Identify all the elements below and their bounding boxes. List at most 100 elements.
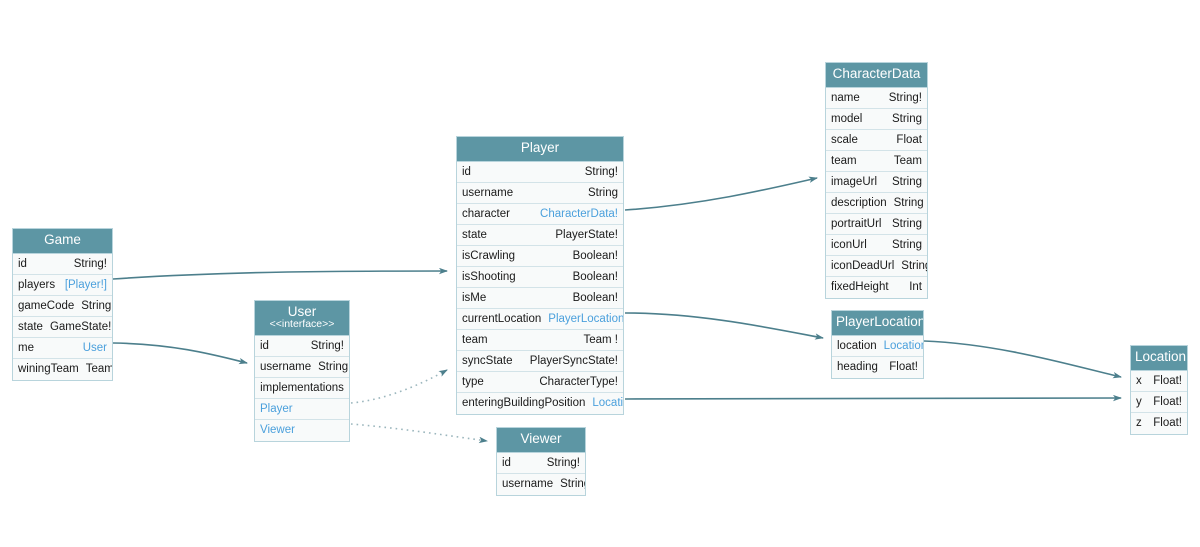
entity-player-title: Player [457,137,623,162]
field-row[interactable]: id String! [457,161,623,183]
entity-character-data-title: CharacterData [826,63,927,88]
implementations-label: implementations [260,381,344,394]
field-name: currentLocation [462,312,542,325]
field-name: type [462,375,484,388]
field-type[interactable]: Location [592,397,623,410]
field-row[interactable]: isCrawling Boolean! [457,245,623,267]
field-name: syncState [462,354,513,367]
field-row[interactable]: syncState PlayerSyncState! [457,350,623,372]
implementations-header: implementations [255,377,349,399]
field-row[interactable]: portraitUrl String [826,213,927,235]
field-type: Float! [889,361,918,374]
field-type[interactable]: [Player!] [64,278,107,291]
implementation-name[interactable]: Viewer [260,424,295,437]
field-type: String [901,259,927,272]
entity-game[interactable]: Game id String! players [Player!] gameCo… [12,228,113,381]
field-row[interactable]: state PlayerState! [457,224,623,246]
edge-player-enteringbuildingposition-to-location [624,394,1122,402]
edge-game-players-to-player [112,267,448,280]
edge-game-me-to-user [112,342,248,365]
field-row[interactable]: isMe Boolean! [457,287,623,309]
field-name: team [462,333,488,346]
field-name: fixedHeight [831,281,889,294]
field-type: String [891,217,922,230]
field-type: String [891,175,922,188]
edge-player-currentlocation-to-playerlocation [624,312,824,340]
field-row[interactable]: id String! [497,452,585,474]
field-name: username [260,360,312,373]
field-row[interactable]: z Float! [1131,412,1187,434]
edge-player-character-to-characterdata [624,176,818,211]
field-name: model [831,112,863,125]
entity-player[interactable]: Player id String! username String charac… [456,136,624,415]
field-row[interactable]: type CharacterType! [457,371,623,393]
field-type: String! [584,165,618,178]
field-row[interactable]: isShooting Boolean! [457,266,623,288]
field-row[interactable]: me User [13,337,112,359]
field-row[interactable]: imageUrl String [826,171,927,193]
field-row[interactable]: x Float! [1131,370,1187,392]
field-type: Float! [1153,395,1182,408]
entity-player-location-title: PlayerLocation [832,311,923,336]
entity-user-title: User <<interface>> [255,301,349,336]
field-name: isShooting [462,270,516,283]
field-row[interactable]: team Team [826,150,927,172]
field-row[interactable]: gameCode String! [13,295,112,317]
field-type: Boolean! [572,249,618,262]
entity-location[interactable]: Location x Float! y Float! z Float! [1130,345,1188,435]
field-row[interactable]: id String! [13,253,112,275]
field-type: PlayerState! [555,228,618,241]
field-row[interactable]: fixedHeight Int [826,276,927,298]
field-row[interactable]: username String [457,182,623,204]
field-row[interactable]: character CharacterData! [457,203,623,225]
field-row[interactable]: players [Player!] [13,274,112,296]
field-name: gameCode [18,299,75,312]
field-name: description [831,196,887,209]
implementation-name[interactable]: Player [260,402,293,415]
field-type: Team ! [583,333,618,346]
field-row[interactable]: enteringBuildingPosition Location [457,392,623,414]
field-row[interactable]: description String [826,192,927,214]
field-row[interactable]: id String! [255,335,349,357]
field-type[interactable]: PlayerLocation! [548,312,623,325]
field-type: GameState! [49,320,112,333]
field-name: winingTeam [18,363,79,376]
field-name: enteringBuildingPosition [462,397,586,410]
field-name: name [831,91,860,104]
field-row[interactable]: location Location! [832,335,923,357]
field-type: Team [85,363,112,376]
entity-player-location[interactable]: PlayerLocation location Location! headin… [831,310,924,379]
entity-viewer[interactable]: Viewer id String! username String [496,427,586,496]
field-row[interactable]: iconDeadUrl String [826,255,927,277]
field-row[interactable]: username String [497,473,585,495]
field-row[interactable]: state GameState! [13,316,112,338]
field-name: location [837,339,877,352]
field-row[interactable]: currentLocation PlayerLocation! [457,308,623,330]
field-name: state [462,228,487,241]
field-name: x [1136,374,1142,387]
field-row[interactable]: y Float! [1131,391,1187,413]
field-row[interactable]: username String [255,356,349,378]
implementation-row[interactable]: Viewer [255,419,349,441]
field-row[interactable]: winingTeam Team [13,358,112,380]
field-row[interactable]: team Team ! [457,329,623,351]
field-type: String! [73,257,107,270]
field-type: String! [546,456,580,469]
field-row[interactable]: name String! [826,87,927,109]
field-row[interactable]: scale Float [826,129,927,151]
field-type[interactable]: Location! [883,339,923,352]
entity-user-name: User [287,304,317,319]
field-name: iconUrl [831,238,867,251]
field-type[interactable]: User [82,341,107,354]
field-name: iconDeadUrl [831,259,895,272]
field-row[interactable]: model String [826,108,927,130]
field-type: String [560,478,585,491]
field-name: id [502,456,511,469]
field-type[interactable]: CharacterData! [540,207,618,220]
implementation-row[interactable]: Player [255,398,349,420]
entity-character-data[interactable]: CharacterData name String! model String … [825,62,928,299]
field-name: id [18,257,27,270]
field-row[interactable]: iconUrl String [826,234,927,256]
field-row[interactable]: heading Float! [832,356,923,378]
entity-user[interactable]: User <<interface>> id String! username S… [254,300,350,442]
